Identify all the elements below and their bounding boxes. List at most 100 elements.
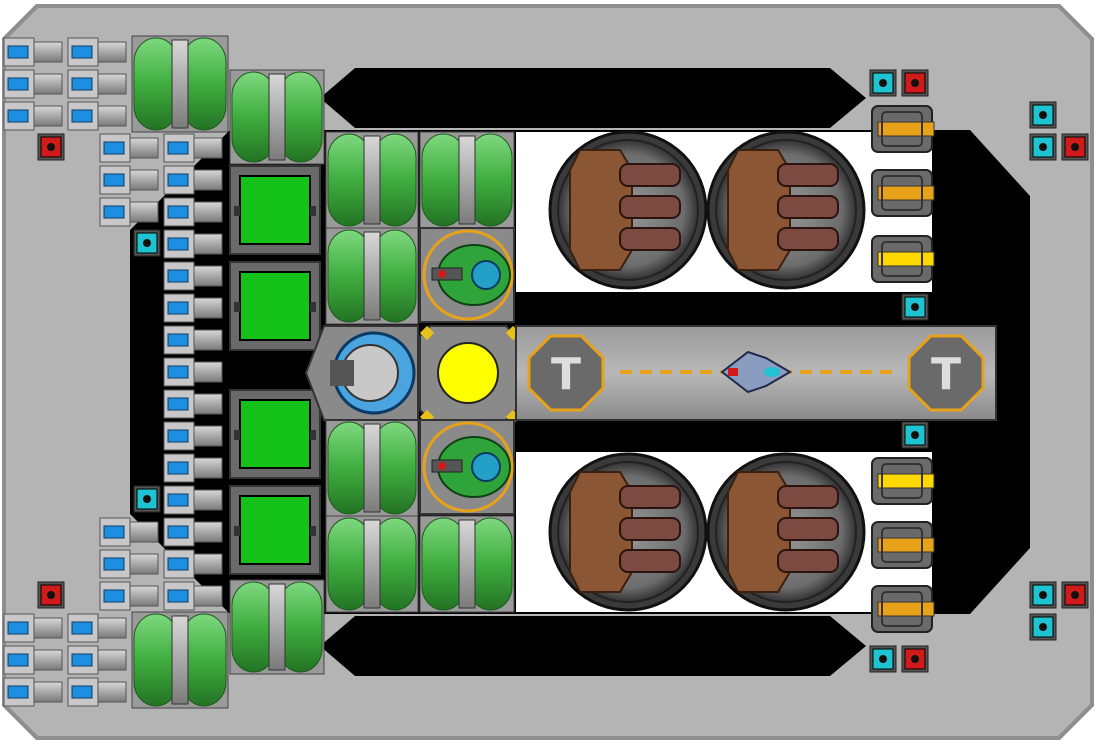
- cargo-turret: [548, 452, 708, 612]
- tile-dot: [911, 79, 919, 87]
- pipe-right: [181, 37, 227, 131]
- battery-terminal: [310, 302, 316, 312]
- cell-connector: [33, 681, 63, 703]
- pipe-bundle: [131, 35, 229, 133]
- cell-window: [71, 621, 93, 635]
- battery-terminal: [310, 206, 316, 216]
- turret-core: [471, 260, 501, 290]
- fuel-cell: [67, 101, 127, 131]
- cell-connector: [193, 201, 223, 223]
- cell-window: [167, 269, 189, 283]
- fuel-cell: [99, 517, 159, 547]
- pipe-bundle: [325, 515, 419, 613]
- cell-connector: [97, 681, 127, 703]
- fuel-cell: [99, 165, 159, 195]
- cell-window: [7, 685, 29, 699]
- tile-dot: [1039, 591, 1047, 599]
- fuel-cell: [163, 549, 223, 579]
- cell-window: [167, 237, 189, 251]
- turret-housing: [569, 471, 633, 593]
- sensor-tile: [869, 69, 897, 97]
- fuel-cell: [67, 645, 127, 675]
- cell-connector: [193, 361, 223, 383]
- fighter-body: [720, 350, 792, 394]
- cell-window: [103, 525, 125, 539]
- fuel-cell: [163, 293, 223, 323]
- bottom-slot: [320, 616, 866, 676]
- fuel-cell: [3, 37, 63, 67]
- sensor-tile: [901, 645, 929, 673]
- cell-connector: [193, 585, 223, 607]
- tile-dot: [143, 495, 151, 503]
- tile-dot: [911, 655, 919, 663]
- tile-dot: [1071, 143, 1079, 151]
- gun-housing: [881, 175, 923, 211]
- sensor-tile: [901, 293, 929, 321]
- pipe-bundle: [419, 515, 515, 613]
- cell-connector: [193, 169, 223, 191]
- cell-window: [167, 173, 189, 187]
- cell-window: [7, 77, 29, 91]
- tile-dot: [1039, 111, 1047, 119]
- turret-light: [438, 462, 446, 470]
- gun-barrel: [877, 537, 935, 553]
- cell-window: [103, 141, 125, 155]
- pipe-bundle: [229, 69, 325, 165]
- cell-connector: [193, 521, 223, 543]
- cell-window: [167, 141, 189, 155]
- hangar-pad: T: [907, 334, 985, 412]
- fuel-cell: [163, 453, 223, 483]
- pipe-bundle: [131, 611, 229, 709]
- sensor-tile: [37, 581, 65, 609]
- turret-core: [471, 452, 501, 482]
- reactor-corner: [419, 325, 435, 341]
- turret-barrel: [431, 459, 463, 473]
- pipe-coupler: [363, 135, 381, 225]
- cell-window: [71, 653, 93, 667]
- cargo-turret: [706, 130, 866, 290]
- fuel-cell: [99, 549, 159, 579]
- cell-window: [7, 45, 29, 59]
- cell-window: [71, 685, 93, 699]
- gun-housing: [881, 241, 923, 277]
- tile-dot: [47, 143, 55, 151]
- fuel-cell: [3, 69, 63, 99]
- fuel-cell: [163, 325, 223, 355]
- cell-connector: [193, 489, 223, 511]
- sensor-tile: [37, 133, 65, 161]
- fuel-cell: [99, 133, 159, 163]
- cell-window: [167, 397, 189, 411]
- battery-cell: [239, 495, 311, 565]
- turret-barrel: [777, 549, 839, 573]
- runway-stripe: [860, 370, 872, 374]
- cell-window: [103, 205, 125, 219]
- turret-arc: [422, 421, 514, 513]
- turret-light: [438, 270, 446, 278]
- cell-connector: [97, 105, 127, 127]
- defense-turret-top: [419, 227, 515, 323]
- shield-block: [330, 360, 354, 386]
- cell-window: [167, 525, 189, 539]
- floor-strip-top: [530, 298, 890, 318]
- turret-barrel: [777, 195, 839, 219]
- gun-barrel: [877, 473, 935, 489]
- cell-window: [167, 589, 189, 603]
- cell-connector: [193, 233, 223, 255]
- sensor-tile: [1061, 581, 1089, 609]
- cell-window: [167, 365, 189, 379]
- fuel-cell: [3, 677, 63, 707]
- turret-barrel: [619, 485, 681, 509]
- cell-connector: [193, 553, 223, 575]
- pipe-coupler: [363, 519, 381, 609]
- fuel-cell: [99, 197, 159, 227]
- runway-stripe: [680, 370, 692, 374]
- turret-housing: [727, 471, 791, 593]
- tile-dot: [1039, 623, 1047, 631]
- gun-housing: [881, 591, 923, 627]
- turret-barrel: [619, 227, 681, 251]
- cargo-turret: [548, 130, 708, 290]
